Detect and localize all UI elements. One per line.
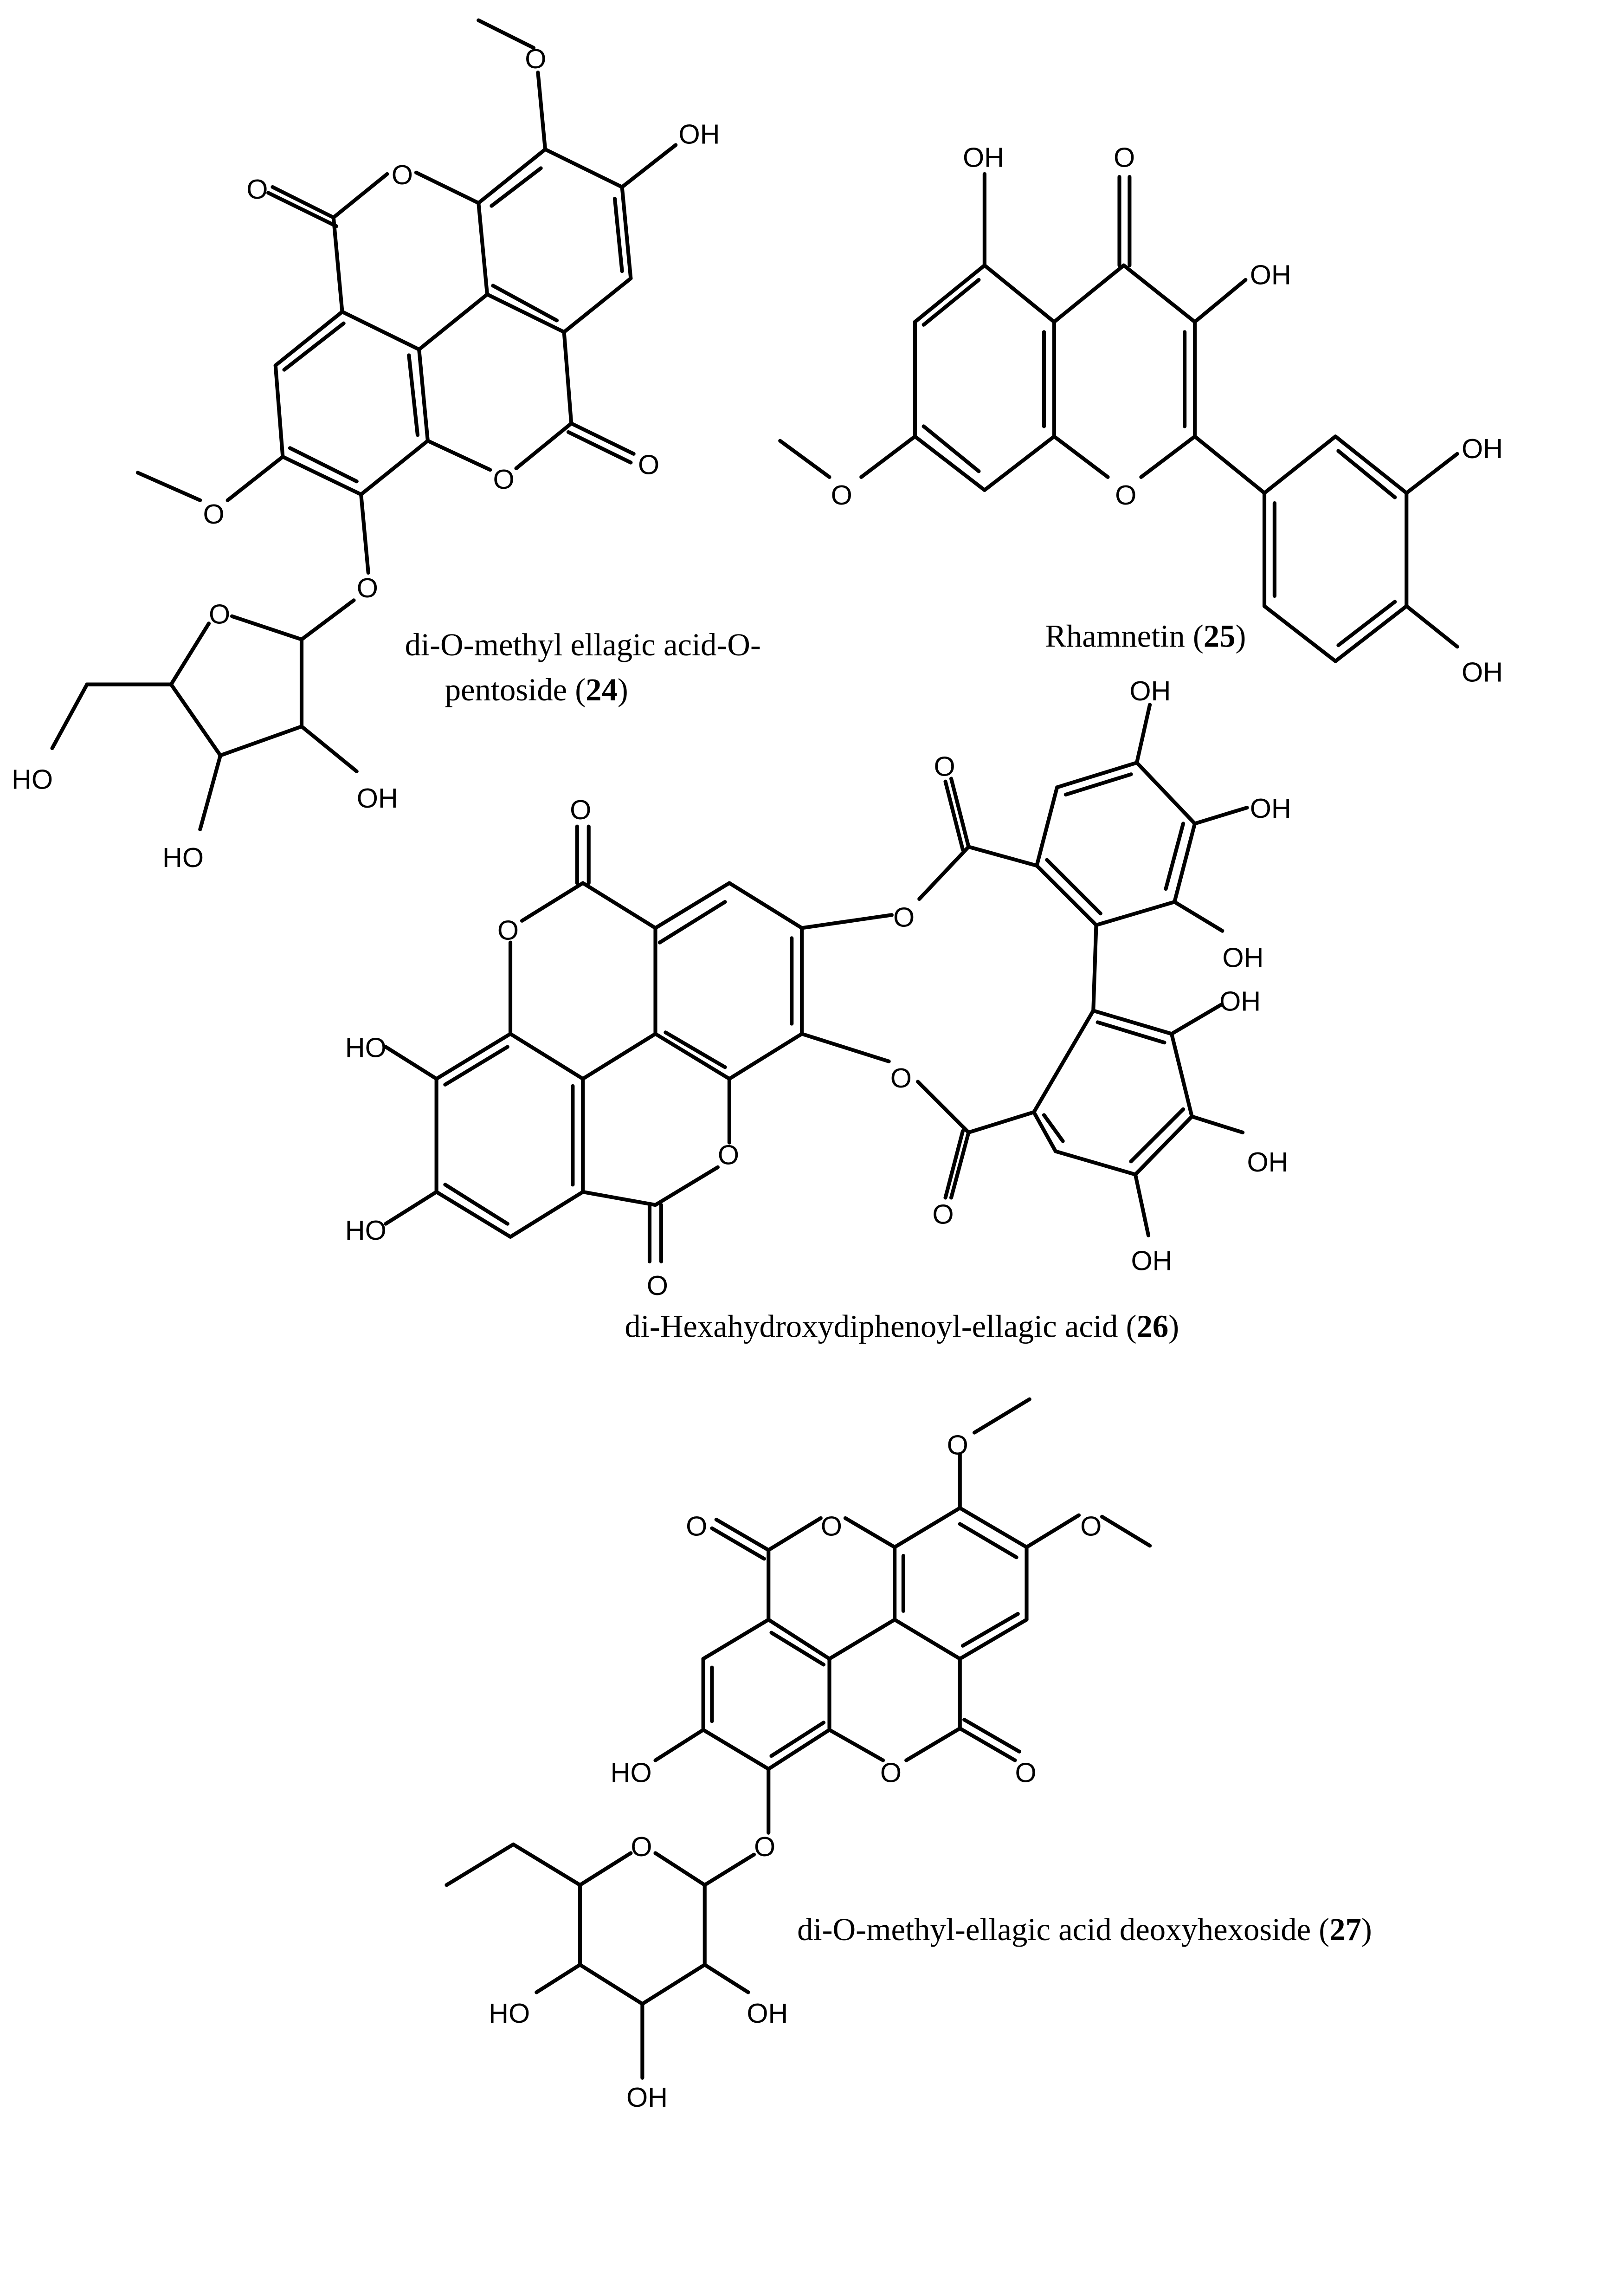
atom-label: O (638, 449, 659, 480)
atom-label: OH (1247, 1146, 1289, 1178)
atom-label: O (831, 479, 852, 511)
atom-label: O (1015, 1757, 1037, 1788)
atom-label: O (525, 43, 546, 74)
atom-label: OH (1250, 793, 1291, 824)
atom-label: O (497, 914, 519, 945)
compound-25-atom-labels: OH O OH O O OH OH (831, 142, 1503, 687)
atom-label: O (246, 174, 268, 205)
atom-label: O (934, 751, 955, 782)
compound-24-structure (50, 18, 678, 832)
atom-label: O (1115, 479, 1136, 511)
atom-label: OH (1222, 942, 1263, 973)
atom-label: HO (489, 1998, 530, 2029)
atom-label: O (718, 1139, 739, 1171)
atom-label: O (932, 1199, 954, 1230)
atom-label: HO (12, 764, 53, 795)
compound-24-atom-labels: O OH O O O O O O O HO OH HO (12, 43, 720, 873)
atom-label: OH (626, 2082, 668, 2113)
atom-label: OH (1462, 433, 1503, 464)
atom-label: OH (1129, 675, 1171, 706)
compound-27-caption: di-O-methyl-ellagic acid deoxyhexoside (… (797, 1912, 1372, 1947)
atom-label: OH (1250, 259, 1291, 290)
atom-label: OH (357, 783, 398, 814)
atom-label: OH (747, 1998, 788, 2029)
compound-24-caption-line1: di-O-methyl ellagic acid-O- (405, 627, 761, 662)
atom-label: O (893, 901, 915, 932)
atom-label: O (209, 598, 230, 629)
atom-label: O (631, 1831, 652, 1862)
atom-label: O (686, 1510, 707, 1541)
atom-label: O (1114, 142, 1135, 173)
compound-26-atom-labels: O O HO HO O O O O O O OH OH OH OH OH OH (345, 675, 1291, 1301)
compound-27-atom-labels: O O O O O O HO O O HO OH OH (489, 1429, 1102, 2113)
atom-label: O (647, 1270, 668, 1301)
atom-label: OH (963, 142, 1004, 173)
atom-label: O (947, 1429, 968, 1460)
atom-label: O (203, 498, 225, 530)
atom-label: OH (1219, 985, 1261, 1016)
atom-label: OH (679, 118, 720, 149)
atom-label: HO (611, 1757, 652, 1788)
atom-label: O (570, 794, 591, 825)
compound-25-caption: Rhamnetin (25) (1045, 618, 1246, 654)
atom-label: O (821, 1510, 842, 1541)
atom-label: O (754, 1831, 775, 1862)
atom-label: O (880, 1757, 902, 1788)
atom-label: OH (1131, 1245, 1173, 1276)
atom-label: O (1080, 1510, 1102, 1541)
atom-label: O (357, 572, 378, 603)
atom-label: HO (162, 842, 204, 873)
compound-24-caption-line2: pentoside (24) (445, 672, 628, 707)
atom-label: O (890, 1062, 912, 1094)
atom-label: O (493, 464, 515, 495)
atom-label: O (392, 159, 413, 190)
compound-26-caption: di-Hexahydroxydiphenoyl-ellagic acid (26… (625, 1308, 1179, 1344)
compound-25-structure (778, 172, 1459, 663)
compound-26-structure (384, 703, 1249, 1263)
atom-label: OH (1462, 656, 1503, 687)
atom-label: HO (345, 1215, 387, 1246)
compound-27-structure (445, 1397, 1152, 2080)
atom-label: HO (345, 1032, 387, 1063)
